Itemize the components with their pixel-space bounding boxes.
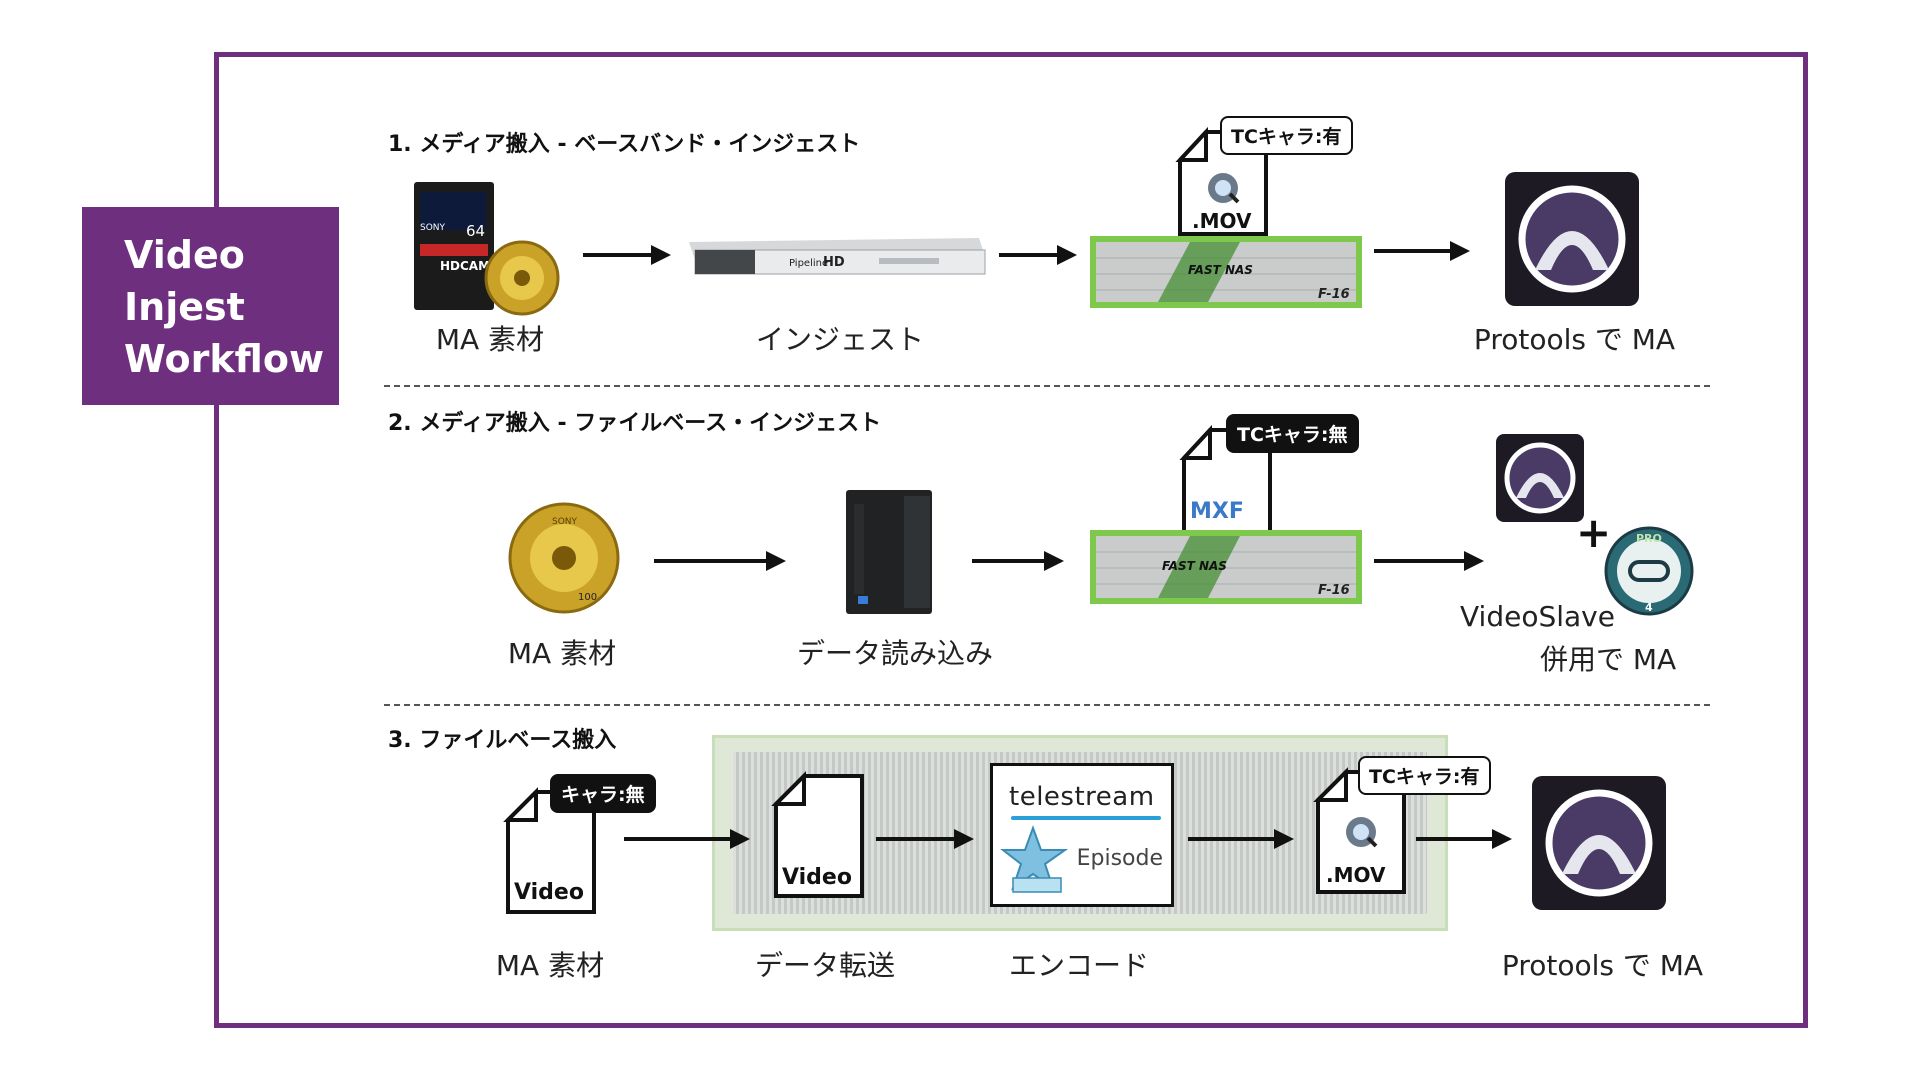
badge-pro: PRO xyxy=(1636,532,1662,545)
section-1-protools-label: Protools で MA xyxy=(1473,323,1676,356)
protools-icon-2 xyxy=(1496,434,1584,522)
tc-bubble-1: TCキャラ:有 xyxy=(1220,116,1353,155)
protools-icon-1 xyxy=(1505,172,1639,306)
section-1-ingest-label: インジェスト xyxy=(755,323,924,356)
section-divider-2 xyxy=(384,704,1710,706)
section-3-heading: 3. ファイルベース搬入 xyxy=(388,728,617,753)
chara-bubble-3: キャラ:無 xyxy=(550,774,656,813)
tc-bubble-2: TCキャラ:無 xyxy=(1226,414,1359,453)
telestream-episode-box: telestream Episode xyxy=(990,763,1174,907)
protools-icon-3 xyxy=(1532,776,1666,910)
transfer-doc-name: Video xyxy=(782,865,852,890)
tc-bubble-3: TCキャラ:有 xyxy=(1358,756,1491,795)
episode-star-icon xyxy=(1000,825,1069,893)
workflow-title-box: Video Injest Workflow xyxy=(82,207,339,405)
tape-format: HDCAM xyxy=(440,259,490,273)
mov-file-icon-1: .MOV xyxy=(1175,126,1268,236)
mov-file-icon-3: .MOV xyxy=(1313,767,1406,894)
disc-capacity: 100 xyxy=(578,592,597,603)
arrow-3-2 xyxy=(876,829,974,849)
arrow-2-2 xyxy=(972,551,1064,571)
arrow-2-3 xyxy=(1374,551,1484,571)
section-2-source-label: MA 素材 xyxy=(507,637,617,670)
section-2-heading: 2. メディア搬入 - ファイルベース・インジェスト xyxy=(388,411,882,436)
arrow-1-3 xyxy=(1374,241,1470,261)
pipeline-name: Pipeline xyxy=(789,258,828,269)
arrow-3-4 xyxy=(1416,829,1512,849)
xdcam-drive-icon xyxy=(846,490,932,614)
title-line-3: Workflow xyxy=(124,337,325,381)
arrow-1-2 xyxy=(999,245,1077,265)
doc-ext-2: MXF xyxy=(1190,499,1244,524)
section-3-source-label: MA 素材 xyxy=(495,949,605,982)
fastnas-icon-1: FAST NAS F-16 xyxy=(1090,236,1362,308)
disc-brand: SONY xyxy=(552,517,578,527)
plus-sign: + xyxy=(1576,508,1612,557)
nas-model-2: F-16 xyxy=(1318,583,1350,598)
arrow-3-1 xyxy=(624,829,750,849)
title-line-2: Injest xyxy=(124,285,245,329)
section-3-transfer-label: データ転送 xyxy=(754,949,895,982)
badge-num: 4 xyxy=(1645,601,1653,614)
doc-ext-1: .MOV xyxy=(1192,209,1252,233)
section-1-source-label: MA 素材 xyxy=(435,323,545,356)
xdcam-disc-icon: SONY 100 xyxy=(508,502,620,614)
doc-ext-3: .MOV xyxy=(1326,863,1386,887)
tape-brand: SONY xyxy=(420,223,446,233)
telestream-underline xyxy=(1011,816,1161,820)
tape-capacity: 64 xyxy=(466,222,485,240)
video-file-icon-transfer xyxy=(771,771,864,898)
section-3-encode-label: エンコード xyxy=(1008,949,1149,982)
arrow-3-3 xyxy=(1188,829,1294,849)
section-2-reader-label: データ読み込み xyxy=(796,637,993,670)
title-line-1: Video xyxy=(124,233,245,277)
section-3-protools-label: Protools で MA xyxy=(1501,949,1704,982)
arrow-2-1 xyxy=(654,551,786,571)
source-doc-name: Video xyxy=(514,880,584,905)
section-2-combined-label: 併用で MA xyxy=(1540,643,1677,676)
arrow-1-1 xyxy=(583,245,671,265)
nas-model-1: F-16 xyxy=(1318,287,1350,302)
nas-name-2: FAST NAS xyxy=(1162,559,1227,573)
pipeline-rack-icon: Pipeline HD xyxy=(689,238,986,275)
nas-name-1: FAST NAS xyxy=(1188,263,1253,277)
section-divider-1 xyxy=(384,385,1710,387)
section-1-heading: 1. メディア搬入 - ベースバンド・インジェスト xyxy=(388,132,861,157)
episode-label: Episode xyxy=(1076,846,1163,871)
workflow-frame xyxy=(214,52,1808,1028)
fastnas-icon-2: FAST NAS F-16 xyxy=(1090,530,1362,604)
pipeline-sub: HD xyxy=(823,255,845,270)
hdcam-tape-icon: SONY 64 HDCAM xyxy=(414,182,560,316)
telestream-logo: telestream xyxy=(1009,782,1155,812)
videoslave-badge-icon: PRO 4 xyxy=(1604,526,1694,616)
section-2-videoslave-label: VideoSlave xyxy=(1460,600,1615,633)
